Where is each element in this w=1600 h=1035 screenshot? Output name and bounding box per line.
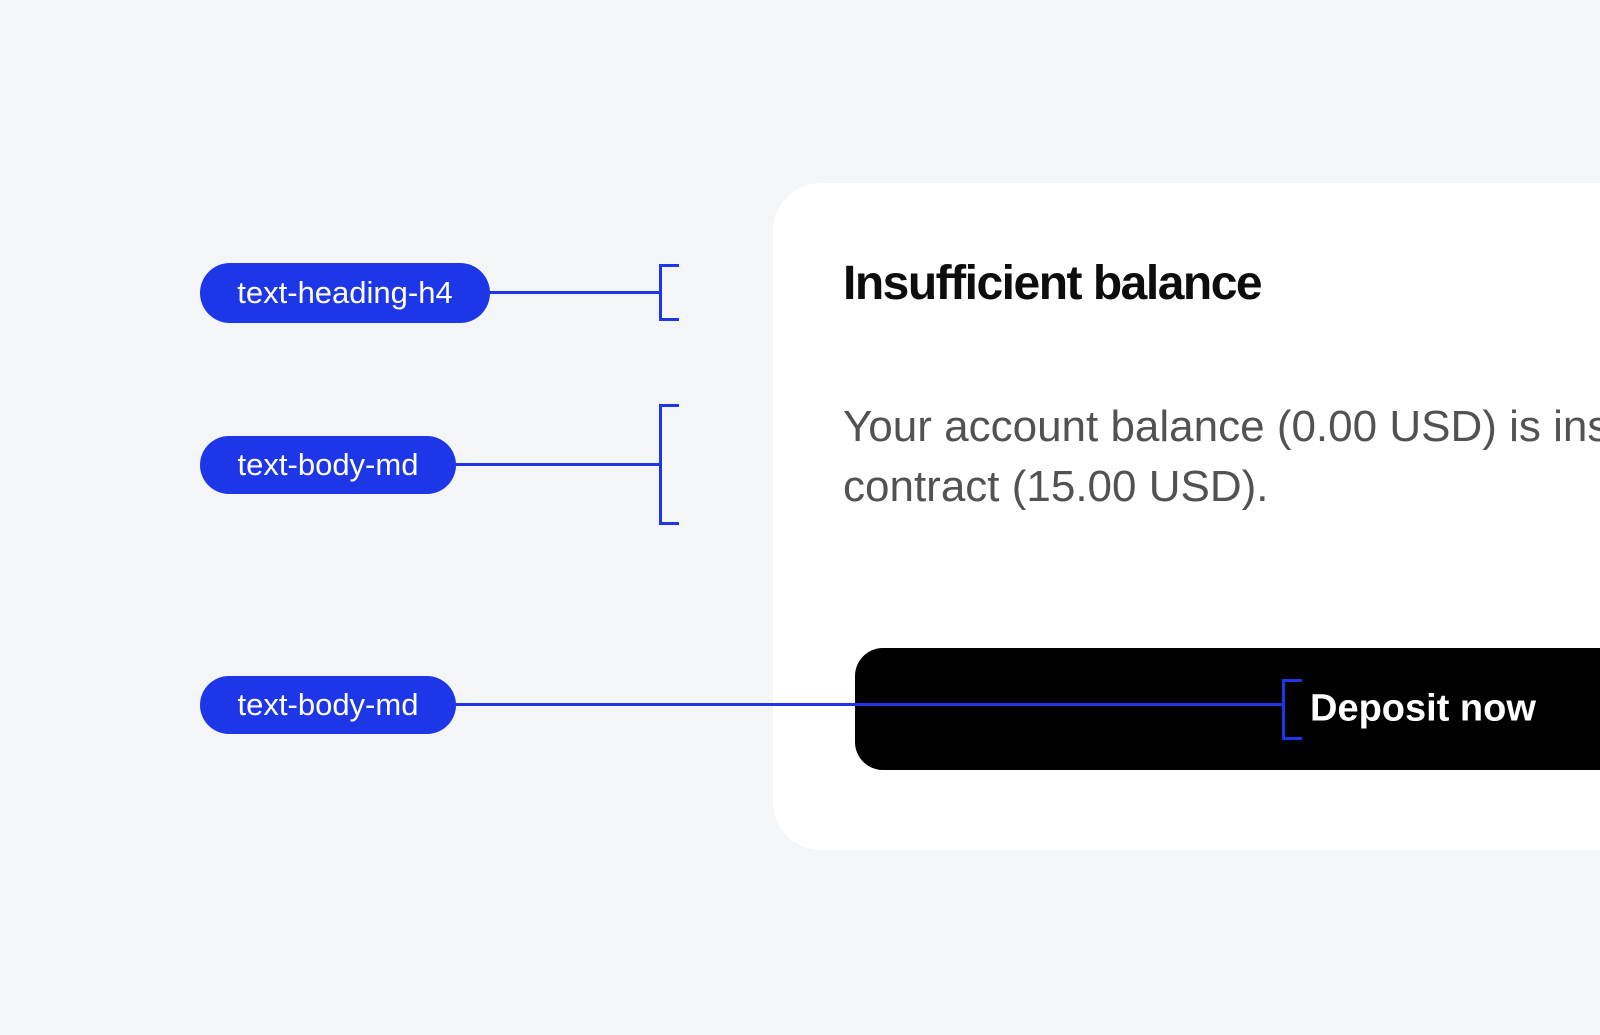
annotation-pill-text-heading-h4: text-heading-h4 bbox=[200, 263, 490, 323]
annotation-bracket-button bbox=[1282, 679, 1302, 740]
dialog-body: Your account balance (0.00 USD) is insuf… bbox=[843, 397, 1600, 517]
annotation-connector-line-body bbox=[452, 463, 661, 466]
dialog-title: Insufficient balance bbox=[843, 257, 1263, 310]
dialog-body-line-1: Your account balance (0.00 USD) is insuf… bbox=[843, 402, 1600, 451]
annotation-bracket-heading bbox=[659, 264, 679, 321]
dialog-body-line-2: contract (15.00 USD). bbox=[843, 462, 1269, 511]
dialog-card: Insufficient balance Your account balanc… bbox=[773, 183, 1600, 850]
annotation-bracket-body bbox=[659, 404, 679, 525]
deposit-button-label: Deposit now bbox=[1310, 687, 1536, 730]
annotation-connector-line-button bbox=[452, 703, 1284, 706]
annotation-pill-text-body-md-1: text-body-md bbox=[200, 436, 456, 494]
deposit-button[interactable]: Deposit now bbox=[855, 648, 1600, 770]
annotation-pill-text-body-md-2: text-body-md bbox=[200, 676, 456, 734]
annotation-connector-line-heading bbox=[487, 291, 661, 294]
